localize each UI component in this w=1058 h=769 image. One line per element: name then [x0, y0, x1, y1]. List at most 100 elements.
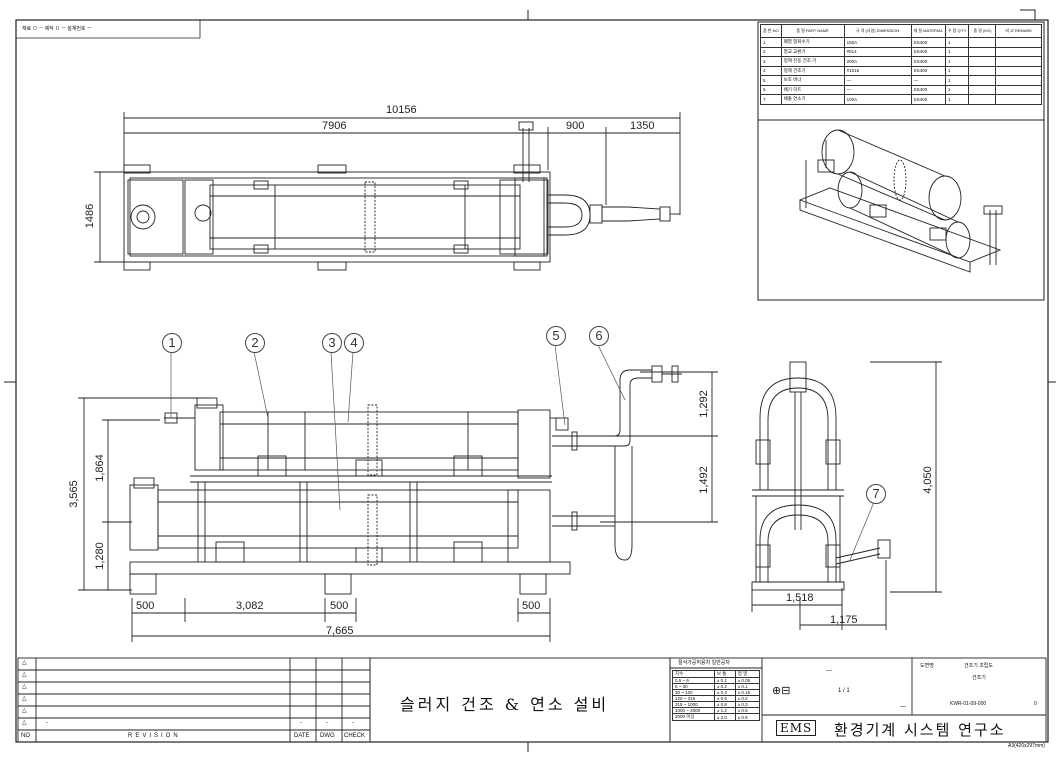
table-row: 0.5 ~ 6± 0.1± 0.05: [672, 677, 761, 684]
cell: #514: [843, 46, 912, 57]
cell: 7: [760, 94, 782, 105]
revision-dash: -: [300, 720, 302, 726]
cell: 100A: [843, 94, 912, 105]
cell: 1: [944, 65, 970, 76]
revision-triangle-icon: △: [22, 684, 27, 690]
balloon-5: 5: [546, 326, 566, 346]
dim-front-lower-height: 1,280: [93, 542, 106, 570]
title-dash: —: [900, 704, 906, 710]
cell: 정제 건조기: [780, 65, 845, 76]
cell: 6: [760, 84, 782, 95]
cell: [968, 84, 997, 95]
cell: —: [910, 75, 946, 86]
ems-logo: EMS: [776, 720, 817, 736]
revision-date-label: DATE: [294, 733, 310, 739]
cell: 1: [944, 94, 970, 105]
cell: [968, 75, 997, 86]
cell: 폐열 열회수기: [780, 37, 845, 48]
header-cell: 규 격 (사양) DIMENSION: [843, 24, 912, 38]
balloon-leaders: [170, 344, 875, 561]
dim-front-overall-length: 7,665: [326, 625, 354, 637]
drawing-number: KWR-01-09-000: [950, 701, 987, 707]
cell: [968, 37, 997, 48]
table-row: 6 ~ 30± 0.2± 0.1: [672, 683, 761, 690]
header-cell: 중 량 (KG): [968, 24, 997, 38]
dim-front-1292: 1,292: [697, 390, 710, 418]
cell: 열교 교환기: [780, 46, 845, 57]
header-cell: 품 명 PART NAME: [780, 24, 845, 38]
cell: 1: [944, 37, 970, 48]
table-row: 1000 ~ 2000± 1.2± 0.5: [672, 707, 761, 714]
cell: [968, 56, 997, 67]
cell: [968, 94, 997, 105]
cell: 정 밀: [734, 670, 761, 678]
dim-top-1350: 1350: [630, 120, 655, 132]
balloon-1: 1: [162, 333, 182, 353]
tolerance-title: 절삭가공허용차 일반공차: [678, 660, 730, 666]
dim-top-900: 900: [566, 120, 585, 132]
cell: 배기 덕트: [780, 84, 845, 95]
organisation-name: 환경기계 시스템 연구소: [834, 721, 1006, 739]
cell: 치수: [672, 670, 715, 678]
cell: #1016: [843, 65, 912, 76]
revision-dwg-label: DWG: [320, 733, 335, 739]
dim-front-overall-height: 3,565: [67, 480, 80, 508]
table-row: 120 ~ 315± 0.5± 0.2: [672, 695, 761, 702]
cell: [995, 65, 1042, 76]
cell: 2000 이상: [672, 713, 715, 721]
cell: 정제 진동 건조 기: [780, 56, 845, 67]
sheet-number: 0: [1034, 701, 1037, 707]
balloon-6: 6: [589, 326, 609, 346]
cell: 2: [760, 46, 782, 57]
parts-list-table: 품 번 NO 품 명 PART NAME 규 격 (사양) DIMENSION …: [760, 24, 1042, 105]
revision-triangle-icon: △: [22, 672, 27, 678]
dim-front-1492: 1,492: [697, 466, 710, 494]
cell: [995, 84, 1042, 95]
balloon-7: 7: [866, 484, 886, 504]
header-cell: 수 량 Q'TY: [944, 24, 970, 38]
cell: SS400: [910, 56, 946, 67]
header-cell: 품 번 NO: [760, 24, 782, 38]
cell: 1: [944, 56, 970, 67]
cell: SS400: [910, 94, 946, 105]
revision-dash: -: [352, 720, 354, 726]
projection-symbol-icon: ⊕⊟: [772, 685, 791, 697]
dim-side-4050: 4,050: [921, 466, 934, 494]
cell: ± 0.8: [734, 713, 761, 721]
cell: 1: [944, 84, 970, 95]
balloon-4: 4: [344, 333, 364, 353]
dim-top-overall: 10156: [386, 104, 417, 116]
dim-top-height: 1486: [84, 203, 97, 229]
cell: [968, 46, 997, 57]
cell: 보 통: [713, 670, 736, 678]
revision-dash: -: [46, 720, 48, 726]
cell: —: [843, 75, 912, 86]
revision-no-label: NO: [21, 733, 30, 739]
side-view: [751, 361, 942, 630]
cell: 200A: [843, 56, 912, 67]
dim-front-3082: 3,082: [236, 600, 264, 612]
revision-triangle-icon: △: [22, 660, 27, 666]
cell: 4: [760, 65, 782, 76]
cell: 5: [760, 75, 782, 86]
cell: [995, 46, 1042, 57]
cell: 1: [760, 37, 782, 48]
cell: —: [843, 84, 912, 95]
revision-check-label: CHECK: [344, 733, 366, 739]
scale-value: 1 / 1: [838, 688, 850, 694]
cell: [995, 37, 1042, 48]
balloon-2: 2: [245, 333, 265, 353]
top-view: [94, 112, 681, 271]
revision-triangle-icon: △: [22, 720, 27, 726]
header-cell: 재 질 MATERIAL: [910, 24, 946, 38]
table-row: 2000 이상± 2.0± 0.8: [672, 713, 761, 721]
revision-triangle-icon: △: [22, 696, 27, 702]
dim-front-500-mid: 500: [330, 600, 349, 612]
